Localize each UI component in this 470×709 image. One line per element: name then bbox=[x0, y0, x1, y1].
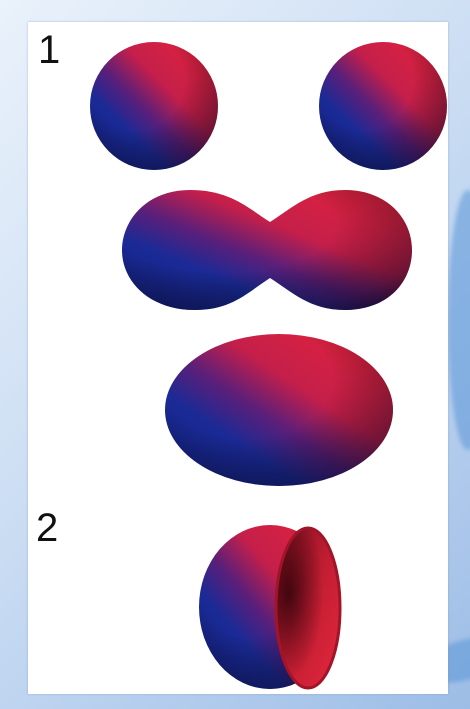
merging-droplets bbox=[122, 190, 412, 310]
stage-1-label: 1 bbox=[38, 28, 61, 72]
cutaway-sphere bbox=[199, 525, 342, 690]
stage-2-label: 2 bbox=[36, 506, 59, 550]
sphere-left bbox=[90, 42, 218, 170]
sphere-right bbox=[319, 42, 447, 170]
fused-ellipsoid bbox=[165, 334, 393, 486]
background-streak-top bbox=[448, 190, 470, 450]
